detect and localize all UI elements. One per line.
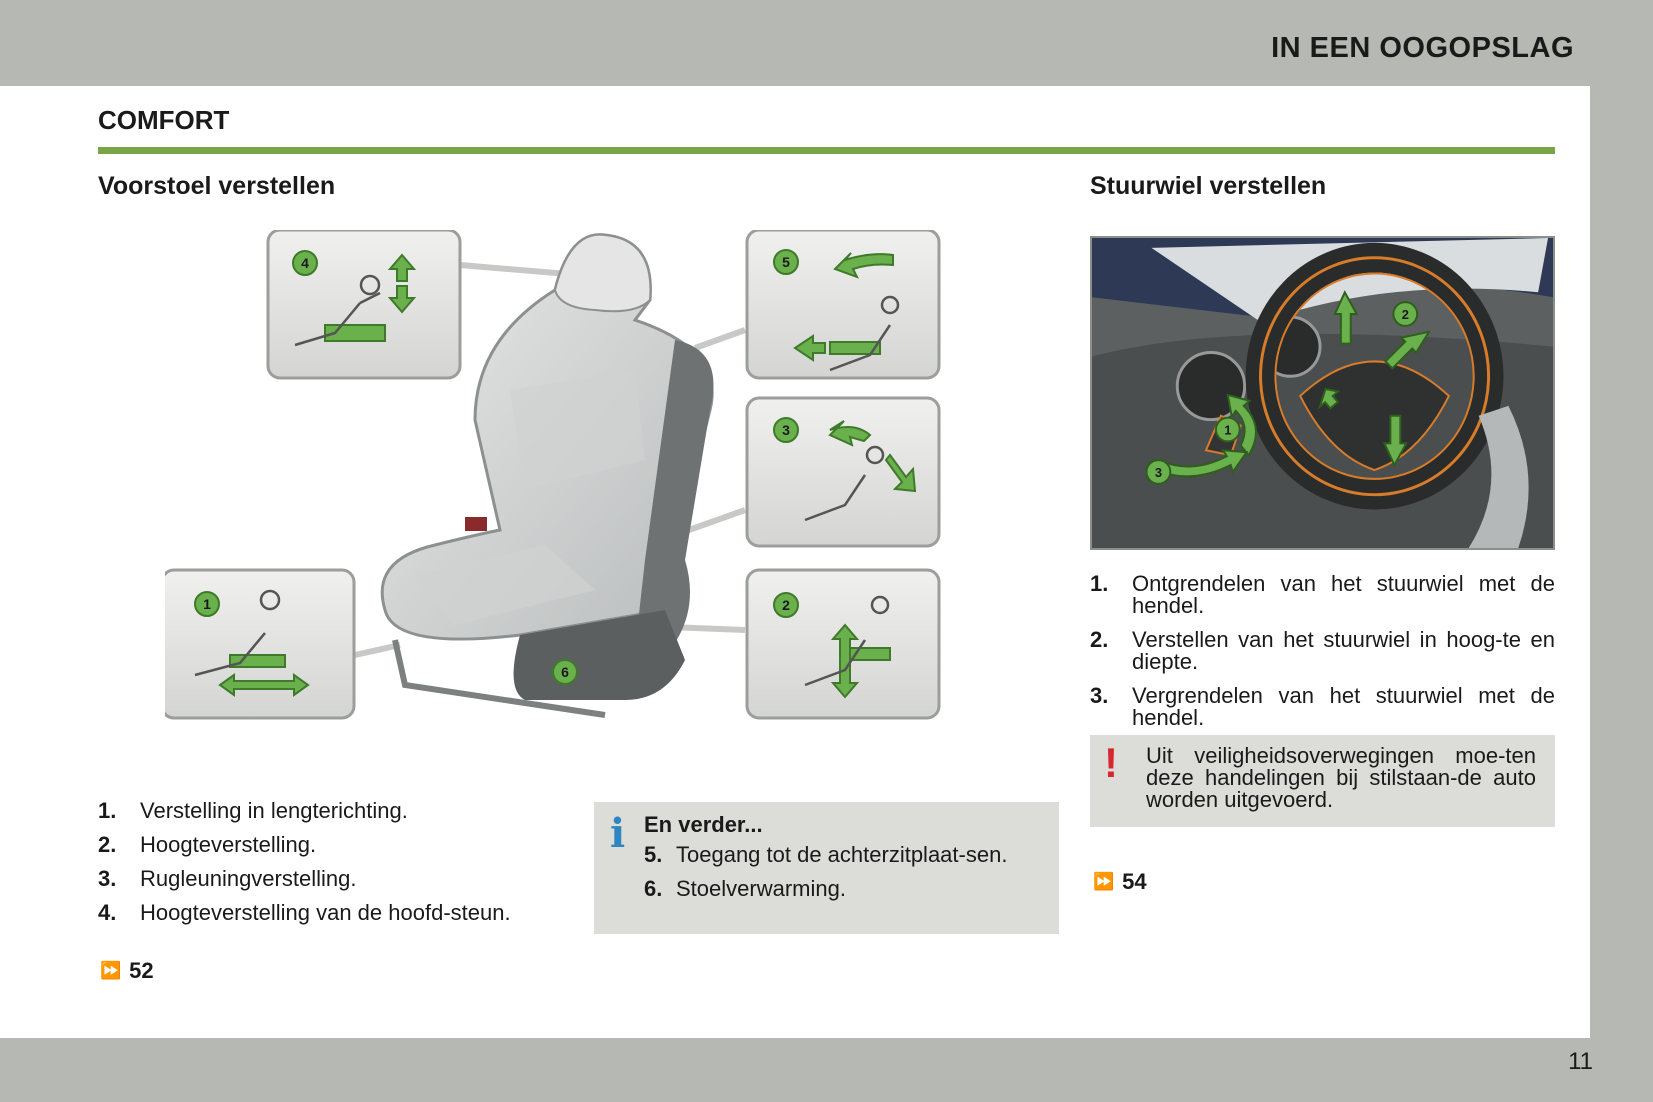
page-number: 11 (1568, 1048, 1593, 1075)
svg-text:4: 4 (301, 255, 309, 271)
fast-forward-icon: ⏩ (100, 961, 122, 980)
svg-text:5: 5 (782, 254, 790, 270)
svg-text:6: 6 (561, 664, 569, 680)
wheel-page-reference[interactable]: ⏩ 54 (1093, 869, 1147, 894)
footer-bar (0, 1038, 1653, 1102)
seat-adjustment-illustration: 4 5 3 2 1 6 (165, 230, 941, 720)
steering-wheel-photo: 1 2 3 (1090, 236, 1555, 550)
list-item: 2.Verstellen van het stuurwiel in hoog-t… (1090, 627, 1555, 674)
chapter-title: IN EEN OOGOPSLAG (1271, 32, 1574, 64)
badge-3: 3 (773, 417, 799, 443)
list-item: 6.Stoelverwarming. (644, 876, 846, 901)
info-box: i En verder... 5.Toegang tot de achterzi… (594, 802, 1059, 934)
section-divider (98, 147, 1555, 154)
seat-drawing (380, 233, 714, 718)
wheel-badge-2: 2 (1392, 301, 1419, 327)
list-item: 1.Verstelling in lengterichting. (98, 798, 408, 823)
list-item: 2.Hoogteverstelling. (98, 832, 317, 857)
seat-page-reference[interactable]: ⏩ 52 (100, 958, 154, 983)
list-item: 5.Toegang tot de achterzitplaat-sen. (644, 842, 1008, 867)
badge-6: 6 (552, 659, 578, 685)
wheel-badge-1: 1 (1214, 416, 1241, 443)
wheel-badge-3: 3 (1145, 459, 1172, 485)
svg-text:2: 2 (782, 597, 790, 613)
seat-adjustment-list: 1.Verstelling in lengterichting. 2.Hoogt… (98, 800, 563, 936)
list-item: 4.Hoogteverstelling van de hoofd-steun. (98, 900, 511, 925)
info-title: En verder... (644, 812, 763, 837)
badge-4: 4 (292, 250, 318, 276)
info-icon: i (610, 810, 626, 857)
info-list: 5.Toegang tot de achterzitplaat-sen. 6.S… (644, 844, 1042, 912)
fast-forward-icon: ⏩ (1093, 872, 1115, 891)
svg-text:3: 3 (782, 422, 790, 438)
header-bar (0, 0, 1653, 86)
warning-text: Uit veiligheidsoverwegingen moe-ten deze… (1146, 743, 1536, 812)
list-item: 1.Ontgrendelen van het stuurwiel met de … (1090, 571, 1555, 618)
svg-text:2: 2 (1402, 307, 1409, 322)
wheel-adjustment-list: 1.Ontgrendelen van het stuurwiel met de … (1090, 573, 1555, 741)
badge-5: 5 (773, 249, 799, 275)
svg-text:1: 1 (1224, 422, 1231, 437)
list-item: 3.Vergrendelen van het stuurwiel met de … (1090, 683, 1555, 730)
list-item: 3.Rugleuningverstelling. (98, 866, 357, 891)
badge-2: 2 (773, 592, 799, 618)
svg-text:1: 1 (203, 596, 211, 612)
seat-heading: Voorstoel verstellen (98, 172, 336, 200)
badge-1: 1 (194, 591, 220, 617)
wheel-heading: Stuurwiel verstellen (1090, 172, 1327, 200)
svg-text:3: 3 (1155, 465, 1162, 480)
warning-box: ! Uit veiligheidsoverwegingen moe-ten de… (1090, 735, 1555, 827)
warning-icon: ! (1104, 739, 1118, 786)
section-title: COMFORT (98, 105, 230, 135)
